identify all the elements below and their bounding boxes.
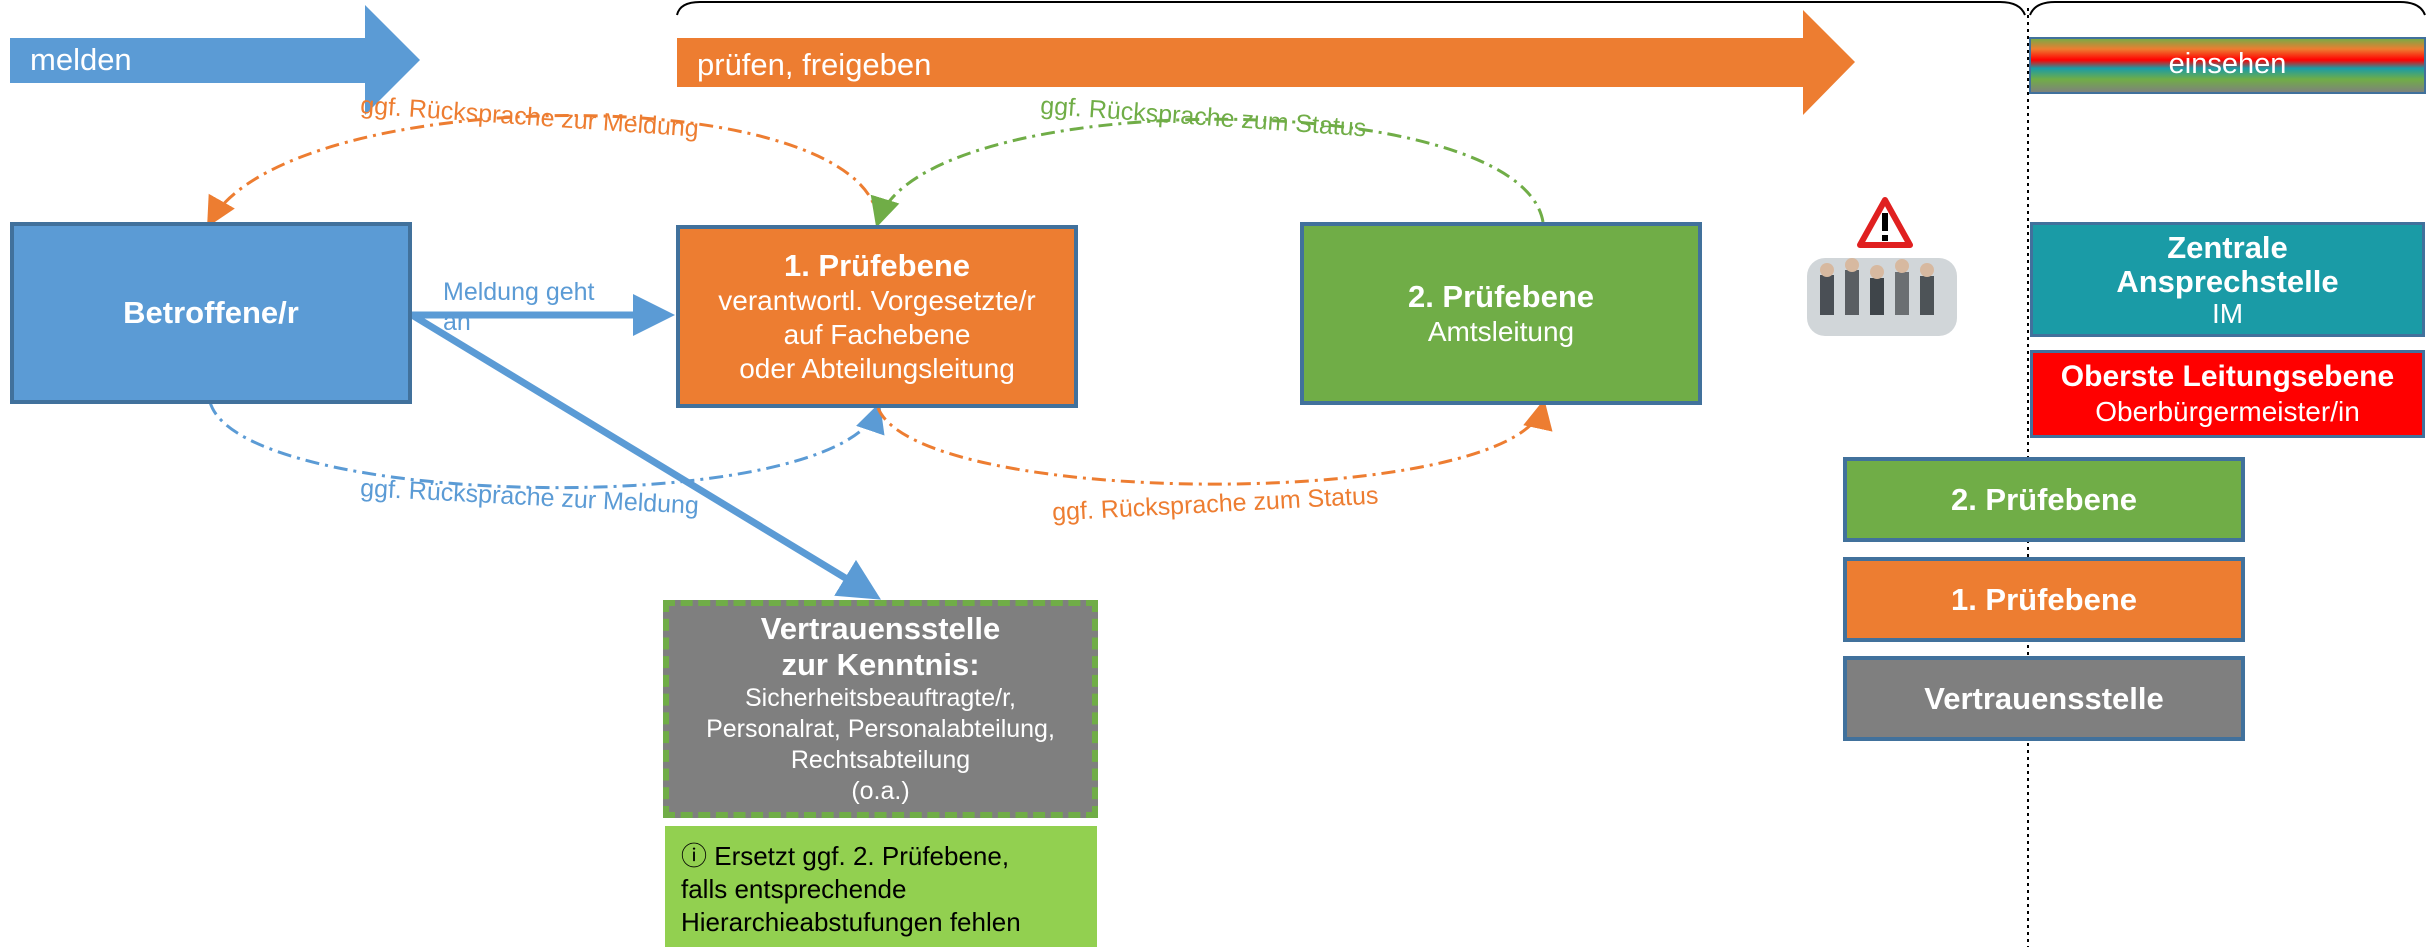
pruefen-arrow [677,10,1855,115]
arc-blue-bottom [208,401,885,490]
vertrauen-line: (o.a.) [851,777,910,805]
vertrauen-line: Rechtsabteilung [790,746,971,774]
warning-icon [1857,197,1913,248]
einsehen-bar-label: einsehen [2168,48,2287,80]
bracket-right [2029,1,2426,16]
arrow-to-vertrauen [410,312,881,600]
bracket-top [676,1,2026,16]
stack-label: Vertrauensstelle [1924,680,2164,716]
pruef1-box[interactable]: 1. Prüfebene verantwortl. Vorgesetzte/r … [676,225,1078,408]
betroffene-title: Betroffene/r [123,295,299,330]
vertrauen-box[interactable]: Vertrauensstelle zur Kenntnis: Sicherhei… [663,600,1098,818]
zentrale-sub: IM [2211,297,2244,329]
note-line: Hierarchieabstufungen fehlen [681,907,1021,937]
note-line: falls entsprechende [681,874,907,904]
oberste-box[interactable]: Oberste Leitungsebene Oberbürgermeister/… [2030,350,2425,438]
pruef2-sub: Amtsleitung [1427,315,1575,347]
betroffene-box[interactable]: Betroffene/r [10,222,412,404]
pruef1-line: verantwortl. Vorgesetzte/r [718,284,1036,316]
vertrauen-line: Personalrat, Personalabteilung, [706,715,1055,743]
label-meldung-geht: Meldung geht [443,278,595,306]
pruef1-line: oder Abteilungsleitung [739,352,1015,384]
vertrauen-title: zur Kenntnis: [781,647,980,682]
zentrale-title: Ansprechstelle [2116,263,2339,299]
meeting-photo [1807,258,1957,336]
pruef1-line: auf Fachebene [783,318,971,350]
pruef2-box[interactable]: 2. Prüfebene Amtsleitung [1300,222,1702,405]
melden-arrow [10,5,420,115]
pruef1-title: 1. Prüfebene [783,247,971,283]
stack-pruef2-box[interactable]: 2. Prüfebene [1843,457,2245,542]
note-box: ⓘ Ersetzt ggf. 2. Prüfebene, falls entsp… [665,826,1097,947]
stack-pruef1-box[interactable]: 1. Prüfebene [1843,557,2245,642]
oberste-title: Oberste Leitungsebene [2060,360,2395,393]
stack-label: 2. Prüfebene [1950,481,2138,517]
arc-green-top [870,117,1545,228]
melden-arrow-label: melden [30,42,132,77]
arc-orange-top [207,114,880,228]
zentrale-box[interactable]: Zentrale Ansprechstelle IM [2030,222,2425,337]
stack-label: 1. Prüfebene [1950,581,2138,617]
vertrauen-line: Sicherheitsbeauftragte/r, [745,684,1016,712]
oberste-sub: Oberbürgermeister/in [2095,396,2360,427]
note-line: ⓘ Ersetzt ggf. 2. Prüfebene, [681,841,1010,871]
pruefen-arrow-label: prüfen, freigeben [697,47,932,82]
label-an: an [443,308,471,336]
vertrauen-title: Vertrauensstelle [760,611,1001,646]
stack-vertrauen-box[interactable]: Vertrauensstelle [1843,656,2245,741]
einsehen-bar [2029,37,2426,94]
pruef2-title: 2. Prüfebene [1407,278,1595,314]
zentrale-title: Zentrale [2167,229,2288,265]
arc-orange-bottom [876,399,1553,486]
